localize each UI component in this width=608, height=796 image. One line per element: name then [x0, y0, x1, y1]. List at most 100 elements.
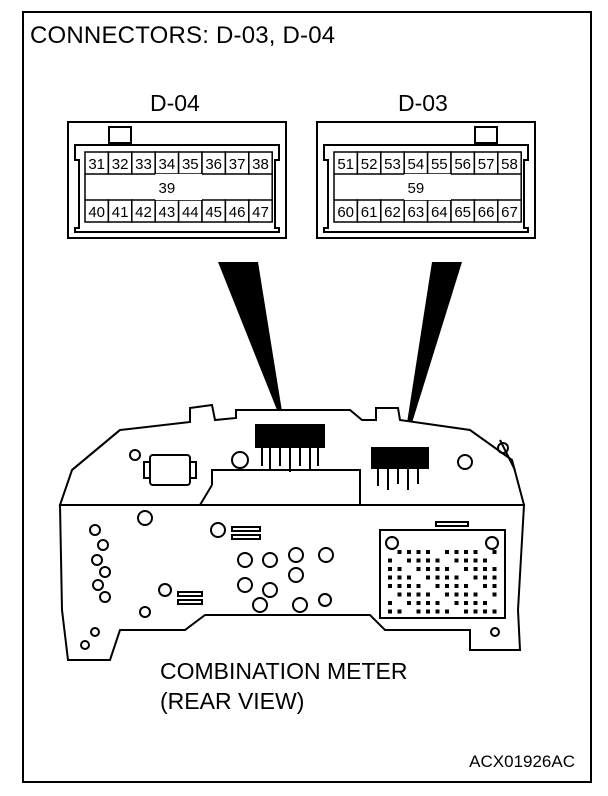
- board-solder-dot: [473, 592, 478, 597]
- connector-d04-label: D-04: [150, 90, 200, 116]
- pin-number: 31: [88, 156, 105, 173]
- board-solder-dot: [454, 550, 459, 554]
- pin-number: 58: [501, 156, 518, 173]
- board-solder-dot: [445, 550, 449, 554]
- board-solder-dot: [473, 550, 478, 554]
- pointer-d03: [402, 262, 462, 455]
- pin-number: 64: [431, 204, 448, 221]
- board-solder-dot: [407, 575, 411, 580]
- board-solder-dot: [483, 609, 487, 614]
- board-solder-dot: [454, 575, 459, 580]
- board-solder-dot: [407, 550, 411, 554]
- board-solder-dot: [435, 601, 440, 605]
- reference-code: ACX01926AC: [469, 752, 575, 771]
- board-solder-dot: [416, 558, 421, 563]
- pin-number: 67: [501, 204, 518, 221]
- pin-number: 34: [159, 156, 176, 173]
- board-solder-dot: [407, 584, 411, 588]
- meter-caption: COMBINATION METER (REAR VIEW): [160, 656, 407, 716]
- pin-number: 35: [182, 156, 199, 173]
- board-solder-dot: [426, 550, 430, 554]
- board-solder-dot: [483, 601, 487, 605]
- pin-cell: [248, 199, 273, 223]
- board-solder-dot: [483, 584, 487, 588]
- board-solder-dot: [416, 550, 421, 554]
- board-solder-dot: [473, 575, 478, 580]
- board-solder-dot: [464, 558, 468, 563]
- board-solder-dot: [435, 584, 440, 588]
- pin-number: 37: [229, 156, 246, 173]
- connector-d03-label: D-03: [398, 90, 448, 116]
- board-solder-dot: [435, 609, 440, 614]
- board-solder-dot: [454, 592, 459, 597]
- board-solder-dot: [407, 592, 411, 597]
- board-solder-dot: [426, 592, 430, 597]
- board-solder-dot: [435, 567, 440, 571]
- board-solder-dot: [426, 575, 430, 580]
- board-solder-dot: [473, 558, 478, 563]
- pin-cell-middle: [155, 174, 202, 200]
- board-solder-dot: [397, 550, 402, 554]
- board-solder-dot: [426, 558, 430, 563]
- pin-number: 55: [431, 156, 448, 173]
- board-solder-dot: [464, 609, 468, 614]
- board-solder-dot: [492, 609, 497, 614]
- pin-cell: [497, 151, 522, 175]
- combination-meter-drawing: [58, 403, 526, 661]
- meter-caption-line1: COMBINATION METER: [160, 658, 408, 684]
- pin-cell: [497, 199, 522, 223]
- pin-number: 39: [159, 180, 176, 197]
- board-solder-dot: [454, 601, 459, 605]
- pin-number: 56: [454, 156, 471, 173]
- board-solder-dot: [464, 592, 468, 597]
- board-solder-dot: [407, 601, 411, 605]
- pin-number: 66: [478, 204, 495, 221]
- board-solder-dot: [388, 567, 392, 571]
- board-solder-dot: [492, 575, 497, 580]
- board-solder-dot: [454, 558, 459, 563]
- board-solder-dot: [426, 567, 430, 571]
- board-solder-dot: [483, 567, 487, 571]
- board-solder-dot: [416, 592, 421, 597]
- board-solder-dot: [397, 584, 402, 588]
- pin-number: 47: [252, 204, 269, 221]
- pin-number: 54: [408, 156, 425, 173]
- figure-title: CONNECTORS: D-03, D-04: [30, 22, 336, 49]
- pin-number: 53: [384, 156, 401, 173]
- board-solder-dot: [416, 584, 421, 588]
- board-solder-dot: [492, 550, 497, 554]
- pin-number: 59: [408, 180, 425, 197]
- pin-number: 46: [229, 204, 246, 221]
- board-solder-dot: [464, 601, 468, 605]
- board-solder-dot: [492, 592, 497, 597]
- pin-number: 44: [182, 204, 199, 221]
- pin-number: 38: [252, 156, 269, 173]
- board-solder-dot: [416, 567, 421, 571]
- board-solder-dot: [464, 550, 468, 554]
- board-solder-dot: [416, 601, 421, 605]
- board-solder-dot: [473, 609, 478, 614]
- pin-number: 61: [361, 204, 378, 221]
- pin-number: 36: [205, 156, 222, 173]
- board-solder-dot: [416, 609, 421, 614]
- pin-number: 65: [454, 204, 471, 221]
- board-solder-dot: [445, 575, 449, 580]
- board-solder-dot: [435, 575, 440, 580]
- pin-number: 43: [159, 204, 176, 221]
- meter-caption-line2: (REAR VIEW): [160, 688, 305, 714]
- board-solder-dot: [435, 558, 440, 563]
- board-solder-dot: [492, 567, 497, 571]
- board-solder-dot: [473, 601, 478, 605]
- pin-cell: [248, 151, 273, 175]
- pointer-d04: [218, 262, 285, 430]
- board-solder-dot: [397, 592, 402, 597]
- pin-number: 63: [408, 204, 425, 221]
- latch-tab: [108, 126, 132, 144]
- board-solder-dot: [397, 609, 402, 614]
- pin-number: 62: [384, 204, 401, 221]
- board-solder-dot: [397, 575, 402, 580]
- board-solder-dot: [388, 609, 392, 614]
- figure-frame: [22, 11, 592, 783]
